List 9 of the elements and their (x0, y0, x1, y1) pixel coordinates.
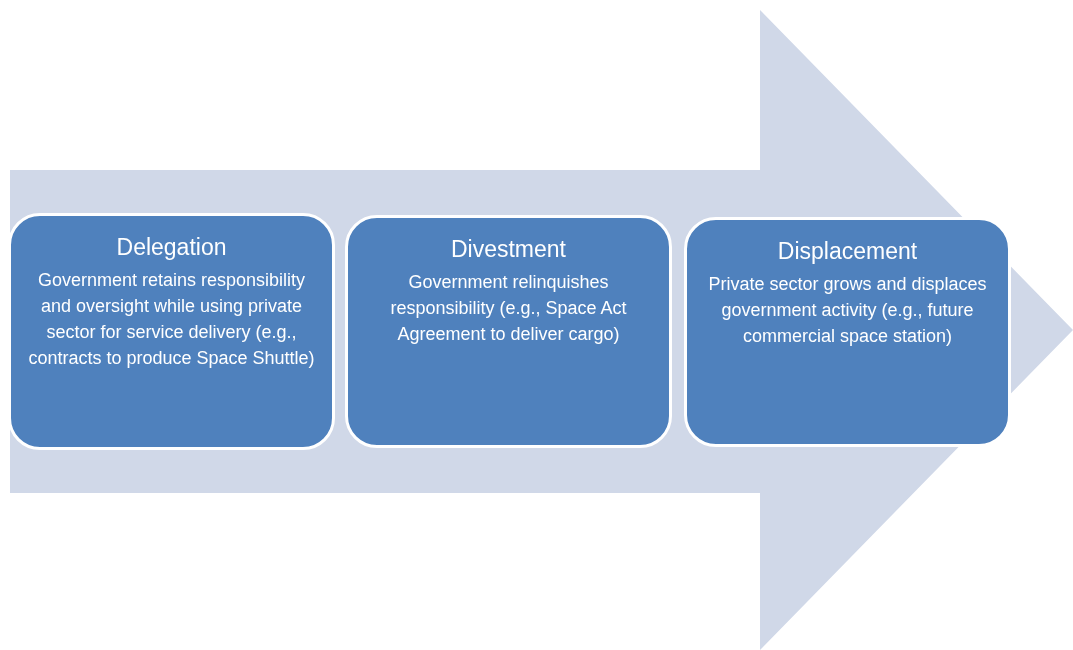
box-description: Government retains responsibility and oversight while using private sector for service delivery (e.g., contracts to produce Space Shuttle) (27, 269, 316, 370)
box-description: Private sector grows and displaces government activity (e.g., future commercial space station) (707, 273, 988, 348)
box-heading: Divestment (449, 236, 567, 263)
process-box (8, 213, 335, 450)
box-description: Government relinquishes responsibility (e.g., Space Act Agreement to deliver cargo) (389, 271, 628, 346)
process-box (345, 215, 672, 448)
box-heading: Displacement (776, 238, 919, 265)
process-box (684, 217, 1011, 447)
box-heading: Delegation (115, 234, 228, 261)
